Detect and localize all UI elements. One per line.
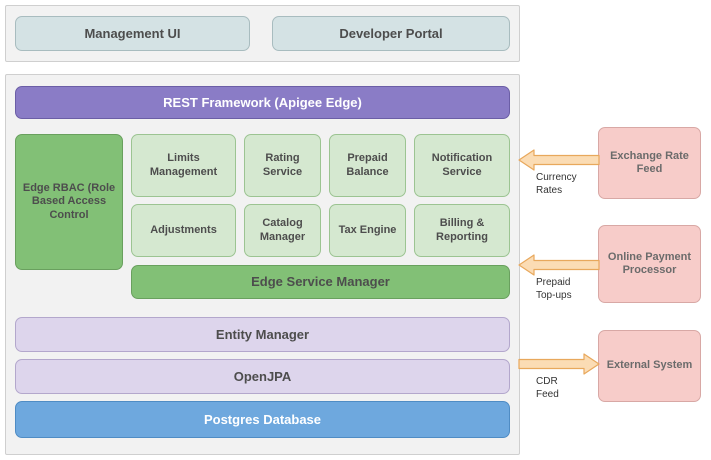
node-developer-portal[interactable]: Developer Portal: [272, 16, 510, 51]
arrow-label-currency-rates: Currency Rates: [536, 172, 606, 197]
node-limits-management[interactable]: Limits Management: [131, 134, 236, 197]
node-postgres-database[interactable]: Postgres Database: [15, 401, 510, 438]
node-label: Adjustments: [150, 223, 217, 236]
node-label: Rating Service: [262, 152, 303, 178]
arrow-label-prepaid-topups: Prepaid Top-ups: [536, 277, 606, 302]
node-catalog-manager[interactable]: Catalog Manager: [244, 204, 321, 257]
node-label: Edge RBAC (Role Based Access Control: [22, 181, 116, 221]
node-edge-rbac[interactable]: Edge RBAC (Role Based Access Control: [15, 134, 123, 270]
arrow-left-icon: [518, 254, 600, 276]
node-label: Billing & Reporting: [436, 217, 488, 243]
node-label: Edge Service Manager: [251, 274, 390, 290]
node-prepaid-balance[interactable]: Prepaid Balance: [329, 134, 406, 197]
node-entity-manager[interactable]: Entity Manager: [15, 317, 510, 352]
arrow-cdr-feed: [518, 352, 600, 376]
node-label: Prepaid Balance: [346, 152, 389, 178]
node-external-system[interactable]: External System: [598, 330, 701, 402]
node-label: REST Framework (Apigee Edge): [163, 94, 362, 110]
node-tax-engine[interactable]: Tax Engine: [329, 204, 406, 257]
node-management-ui[interactable]: Management UI: [15, 16, 250, 51]
node-label: Developer Portal: [339, 25, 443, 41]
node-label: OpenJPA: [233, 368, 292, 384]
arrow-prepaid-topups: [518, 253, 600, 277]
node-label: Tax Engine: [338, 223, 397, 236]
node-openjpa[interactable]: OpenJPA: [15, 359, 510, 394]
node-edge-service-manager[interactable]: Edge Service Manager: [131, 265, 510, 299]
node-label: Entity Manager: [215, 326, 310, 342]
node-rating-service[interactable]: Rating Service: [244, 134, 321, 197]
node-label: Online Payment Processor: [607, 250, 692, 276]
arrow-left-icon: [518, 149, 600, 171]
node-notification-service[interactable]: Notification Service: [414, 134, 510, 197]
node-label: Exchange Rate Feed: [610, 149, 689, 175]
arrow-label-text: CDR Feed: [536, 376, 559, 400]
node-label: Limits Management: [149, 152, 218, 178]
node-adjustments[interactable]: Adjustments: [131, 204, 236, 257]
node-billing-reporting[interactable]: Billing & Reporting: [414, 204, 510, 257]
arrow-right-icon: [518, 353, 600, 375]
node-online-payment-processor[interactable]: Online Payment Processor: [598, 225, 701, 303]
node-label: Postgres Database: [203, 411, 322, 427]
node-rest-framework[interactable]: REST Framework (Apigee Edge): [15, 86, 510, 119]
node-exchange-rate-feed[interactable]: Exchange Rate Feed: [598, 127, 701, 199]
node-label: Management UI: [84, 25, 181, 41]
node-label: External System: [606, 359, 693, 372]
arrow-currency-rates: [518, 148, 600, 172]
arrow-label-text: Currency Rates: [536, 172, 577, 196]
arrow-label-text: Prepaid Top-ups: [536, 277, 572, 301]
node-label: Catalog Manager: [259, 217, 306, 243]
arrow-label-cdr-feed: CDR Feed: [536, 376, 606, 401]
node-label: Notification Service: [431, 152, 493, 178]
